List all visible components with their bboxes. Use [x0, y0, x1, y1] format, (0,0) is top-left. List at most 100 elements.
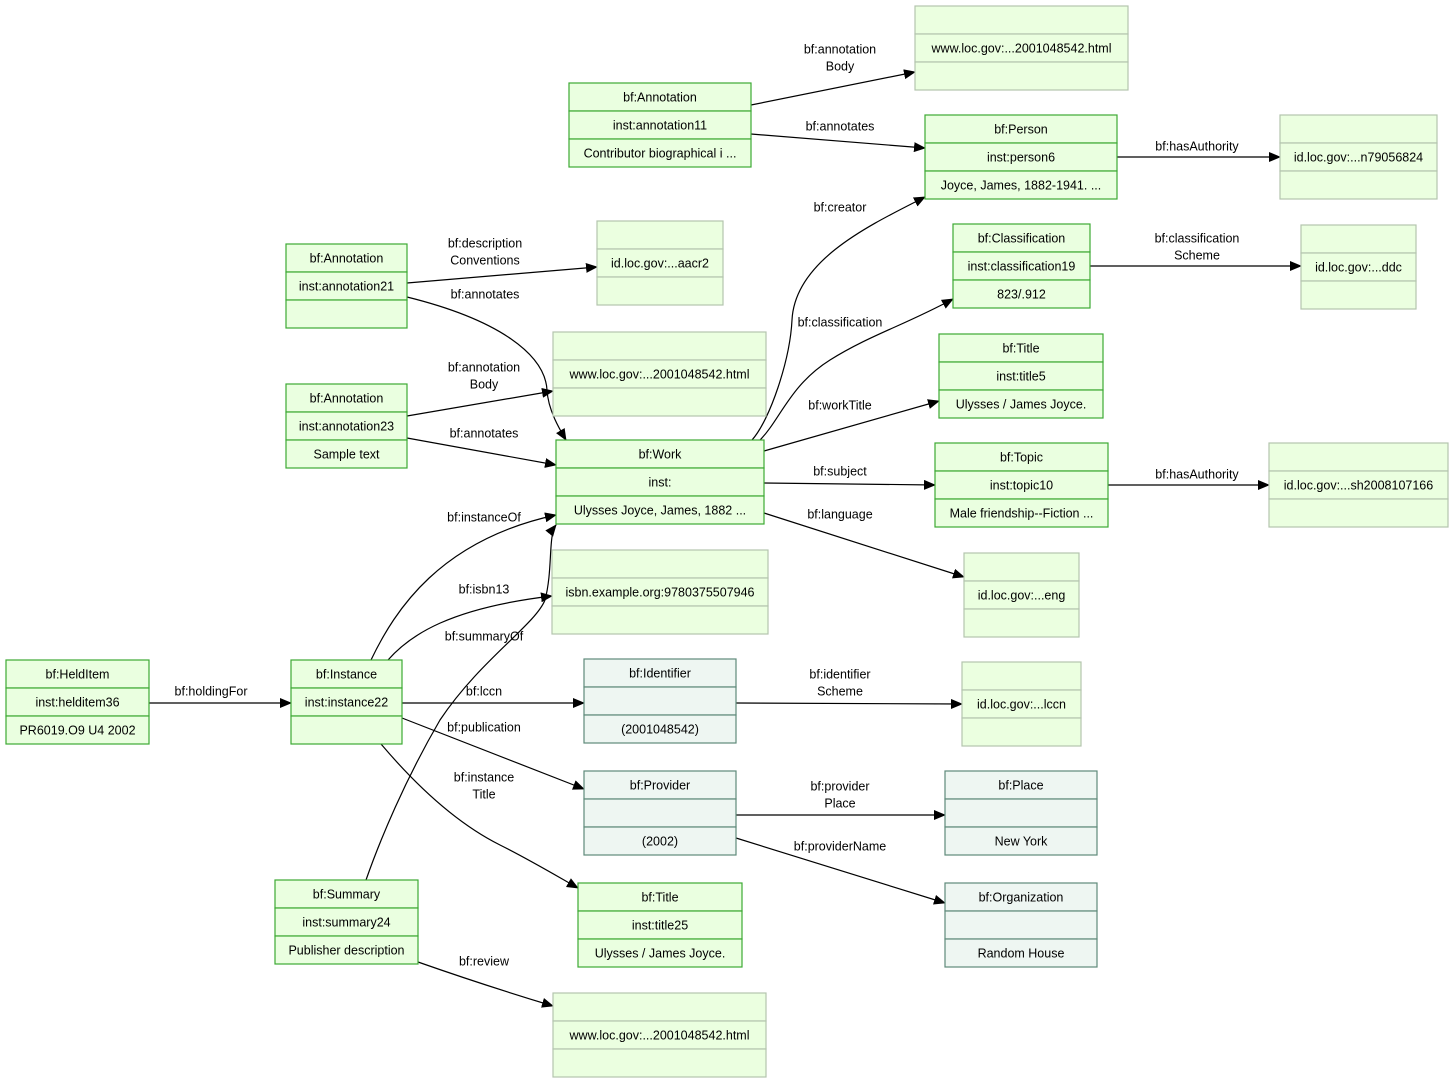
- edge-label: Title: [472, 787, 495, 801]
- edge-label: bf:instance: [454, 770, 515, 784]
- node-row-box: [274, 907, 419, 937]
- node-type-label: bf:Organization: [979, 890, 1064, 904]
- edge-arrow: [365, 524, 557, 881]
- node-id-label: inst:title5: [996, 369, 1045, 383]
- node-id-label: id.loc.gov:...ddc: [1315, 260, 1402, 274]
- node-lit_isbn: isbn.example.org:9780375507946: [551, 549, 769, 635]
- edge-label: bf:publication: [447, 720, 521, 734]
- node-row-box: [274, 879, 419, 909]
- node-row-box: [1268, 498, 1449, 528]
- node-id-label: inst:classification19: [968, 259, 1076, 273]
- node-id-label: inst:annotation23: [299, 419, 394, 433]
- edge-arrow: [380, 743, 579, 889]
- node-type-label: bf:Annotation: [310, 251, 384, 265]
- edge-label: bf:providerName: [794, 839, 886, 853]
- node-row-box: [963, 552, 1080, 582]
- node-id-label: inst:summary24: [302, 915, 390, 929]
- node-row-box: [963, 580, 1080, 610]
- edge-label: bf:classification: [798, 315, 883, 329]
- node-value-label: (2001048542): [621, 722, 699, 736]
- node-id-label: inst:: [649, 475, 672, 489]
- node-row-box: [914, 5, 1129, 35]
- node-value-label: Random House: [978, 946, 1065, 960]
- edge-e14: bf:language: [763, 507, 965, 579]
- edge-label: bf:summaryOf: [445, 629, 524, 643]
- edge-arrow: [387, 592, 553, 661]
- node-row-box: [952, 251, 1091, 281]
- node-row-box: [290, 715, 403, 745]
- edge-e18: bf:holdingFor: [149, 684, 292, 708]
- edge-arrow: [735, 698, 963, 709]
- edge-e9: bf:classification: [759, 298, 954, 441]
- node-annotation11: bf:Annotationinst:annotation11Contributo…: [568, 82, 752, 168]
- edge-arrow: [759, 298, 954, 441]
- node-id-label: inst:annotation21: [299, 279, 394, 293]
- node-lit_person_auth: id.loc.gov:...n79056824: [1279, 114, 1438, 200]
- edge-label: bf:instanceOf: [447, 510, 521, 524]
- node-id-label: inst:person6: [987, 150, 1055, 164]
- node-row-box: [596, 276, 724, 306]
- node-row-box: [1300, 252, 1417, 282]
- node-row-box: [285, 439, 408, 469]
- node-row-box: [1300, 280, 1417, 310]
- node-value-label: Publisher description: [288, 943, 404, 957]
- node-row-box: [583, 714, 737, 744]
- node-id-label: inst:helditem36: [35, 695, 119, 709]
- node-row-box: [552, 331, 767, 361]
- node-lit_eng: id.loc.gov:...eng: [963, 552, 1080, 638]
- edge-label: bf:language: [807, 507, 872, 521]
- node-id-label: inst:topic10: [990, 478, 1053, 492]
- node-lit_annot11_body: www.loc.gov:...2001048542.html: [914, 5, 1129, 91]
- edge-label: bf:hasAuthority: [1155, 467, 1239, 481]
- edge-label: bf:hasAuthority: [1155, 139, 1239, 153]
- edge-e15: bf:instanceOf: [370, 510, 557, 661]
- node-id-label: id.loc.gov:...sh2008107166: [1284, 478, 1433, 492]
- edge-label: bf:isbn13: [459, 582, 510, 596]
- node-row-box: [568, 110, 752, 140]
- edge-e25: bf:review: [417, 954, 554, 1008]
- node-row-box: [961, 717, 1082, 747]
- nodes-layer: bf:Annotationinst:annotation11Contributo…: [5, 5, 1449, 1078]
- node-row-box: [583, 658, 737, 688]
- edge-label: bf:description: [448, 236, 522, 250]
- edge-label: bf:annotates: [450, 426, 519, 440]
- edge-label: bf:holdingFor: [175, 684, 248, 698]
- node-row-box: [5, 687, 150, 717]
- node-row-box: [552, 1020, 767, 1050]
- node-id-label: id.loc.gov:...lccn: [977, 697, 1066, 711]
- edge-label: bf:workTitle: [808, 398, 871, 412]
- edge-e8: bf:creator: [751, 196, 926, 441]
- node-row-box: [944, 882, 1098, 912]
- node-row-box: [963, 608, 1080, 638]
- node-lit_lccn: id.loc.gov:...lccn: [961, 661, 1082, 747]
- node-row-box: [938, 389, 1104, 419]
- node-row-box: [596, 248, 724, 278]
- node-row-box: [5, 715, 150, 745]
- node-row-box: [583, 686, 737, 716]
- node-type-label: bf:Annotation: [310, 391, 384, 405]
- node-type-label: bf:Title: [641, 890, 678, 904]
- edge-e12: bf:subject: [763, 464, 936, 490]
- node-row-box: [290, 659, 403, 689]
- node-provider: bf:Provider(2002): [583, 770, 737, 856]
- node-row-box: [555, 495, 765, 525]
- edge-label: bf:provider: [810, 779, 869, 793]
- edge-arrow: [763, 399, 940, 452]
- node-value-label: Contributor biographical i ...: [584, 146, 737, 160]
- node-value-label: 823/.912: [997, 287, 1046, 301]
- edge-label: bf:annotates: [451, 287, 520, 301]
- edge-e21: bf:publication: [401, 717, 585, 790]
- node-type-label: bf:Work: [639, 447, 683, 461]
- node-row-box: [577, 882, 743, 912]
- node-value-label: Ulysses Joyce, James, 1882 ...: [574, 503, 746, 517]
- node-annotation21: bf:Annotation inst:annotation21: [285, 243, 408, 329]
- node-row-box: [552, 359, 767, 389]
- node-type-label: bf:Provider: [630, 778, 690, 792]
